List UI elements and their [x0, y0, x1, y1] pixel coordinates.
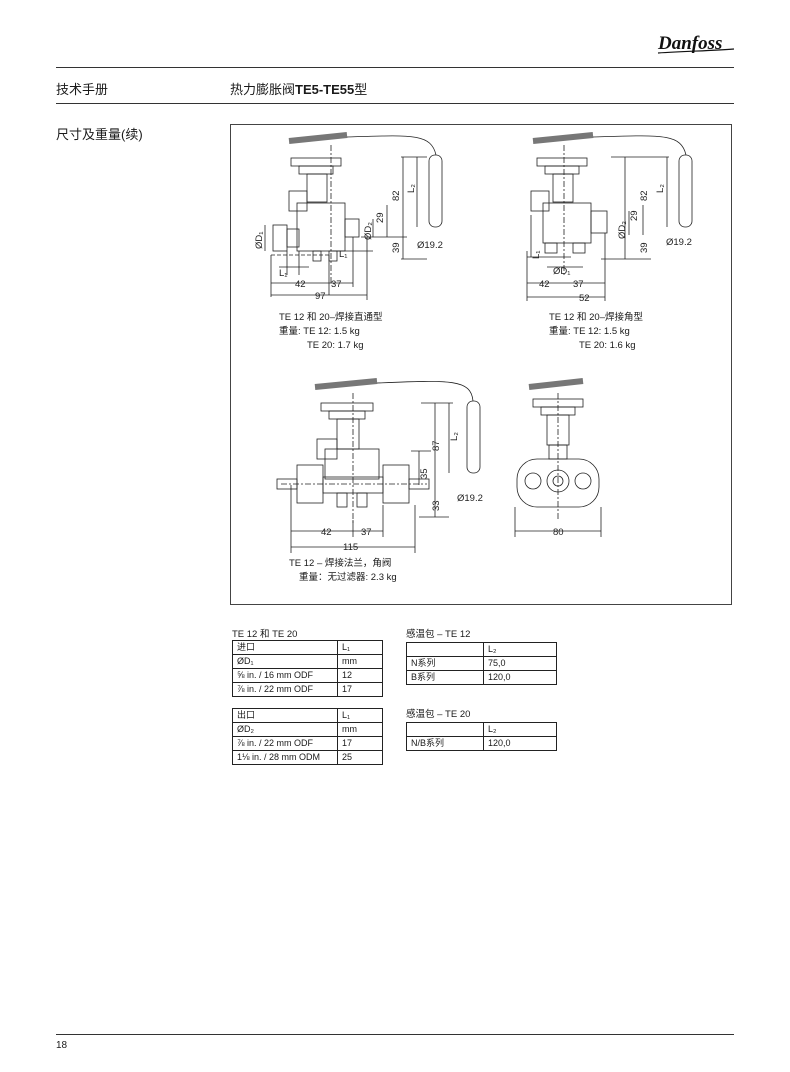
svg-text:L₂: L₂	[449, 432, 460, 441]
svg-text:Ø19.2: Ø19.2	[457, 493, 483, 504]
svg-text:L₁: L₁	[279, 268, 288, 279]
svg-text:ØD₁: ØD₁	[254, 232, 265, 249]
svg-text:L₁: L₁	[339, 249, 348, 260]
table3-title: 感温包 – TE 12	[406, 629, 471, 640]
fig4-dimension-labels: 80	[553, 527, 564, 538]
fig3-caption: TE 12 – 焊接法兰，角阀 重量：无过滤器: 2.3 kg	[289, 558, 397, 583]
svg-text:42: 42	[539, 279, 550, 290]
header-rule-bottom	[56, 103, 734, 104]
svg-text:L₂: L₂	[406, 184, 417, 193]
svg-text:42: 42	[295, 279, 306, 290]
svg-text:37: 37	[331, 279, 342, 290]
svg-text:115: 115	[343, 542, 358, 553]
fig2-caption: TE 12 和 20–焊接角型 重量: TE 12: 1.5 kg TE 20:…	[549, 312, 643, 351]
svg-text:ØD₁: ØD₁	[553, 266, 570, 277]
svg-text:35: 35	[419, 468, 430, 479]
svg-text:87: 87	[431, 440, 442, 451]
svg-text:80: 80	[553, 527, 564, 538]
svg-text:29: 29	[629, 210, 640, 221]
svg-text:39: 39	[639, 242, 650, 253]
section-title: 尺寸及重量(续)	[56, 127, 143, 142]
footer-rule	[56, 1034, 734, 1035]
table1-title: TE 12 和 TE 20	[232, 629, 298, 640]
svg-text:39: 39	[391, 242, 402, 253]
svg-text:37: 37	[361, 527, 372, 538]
svg-text:37: 37	[573, 279, 584, 290]
svg-text:ØD₂: ØD₂	[617, 221, 628, 239]
danfoss-logo: Danfoss	[657, 33, 735, 54]
page-number: 18	[56, 1040, 68, 1051]
drawing-flange-side-view	[514, 378, 602, 537]
svg-text:82: 82	[391, 190, 402, 201]
svg-text:Ø19.2: Ø19.2	[417, 240, 443, 251]
svg-text:L₁: L₁	[531, 251, 542, 260]
svg-text:33: 33	[431, 500, 442, 511]
svg-text:42: 42	[321, 527, 332, 538]
table4-title: 感温包 – TE 20	[406, 709, 471, 720]
header-rule-top	[56, 67, 734, 68]
svg-text:97: 97	[315, 291, 326, 302]
doc-title: 热力膨胀阀TE5-TE55型	[230, 82, 368, 97]
drawing-straight-valve	[264, 132, 443, 300]
svg-text:Ø19.2: Ø19.2	[666, 237, 692, 248]
svg-text:82: 82	[639, 190, 650, 201]
svg-text:ØD₂: ØD₂	[363, 222, 374, 240]
doc-type: 技术手册	[56, 82, 109, 97]
dimension-drawings: 82 L₂ 29 ØD₂ 39 Ø19.2 ØD₁ L₁ L₁ 42 37 97	[230, 124, 732, 605]
drawing-angle-valve	[526, 132, 693, 301]
fig1-caption: TE 12 和 20–焊接直通型 重量: TE 12: 1.5 kg TE 20…	[279, 312, 383, 351]
fig2-dimension-labels: 82 L₂ 29 ØD₂ 39 Ø19.2 L₁ ØD₁ 42 37 52	[531, 184, 692, 304]
svg-text:29: 29	[375, 212, 386, 223]
drawing-flange-valve	[276, 378, 481, 553]
fig1-dimension-labels: 82 L₂ 29 ØD₂ 39 Ø19.2 ØD₁ L₁ L₁ 42 37 97	[254, 184, 443, 302]
svg-text:52: 52	[579, 293, 590, 304]
svg-text:L₂: L₂	[655, 184, 666, 193]
svg-text:Danfoss: Danfoss	[657, 33, 722, 54]
fig3-dimension-labels: 87 L₂ 35 33 Ø19.2 42 37 115	[321, 432, 483, 553]
